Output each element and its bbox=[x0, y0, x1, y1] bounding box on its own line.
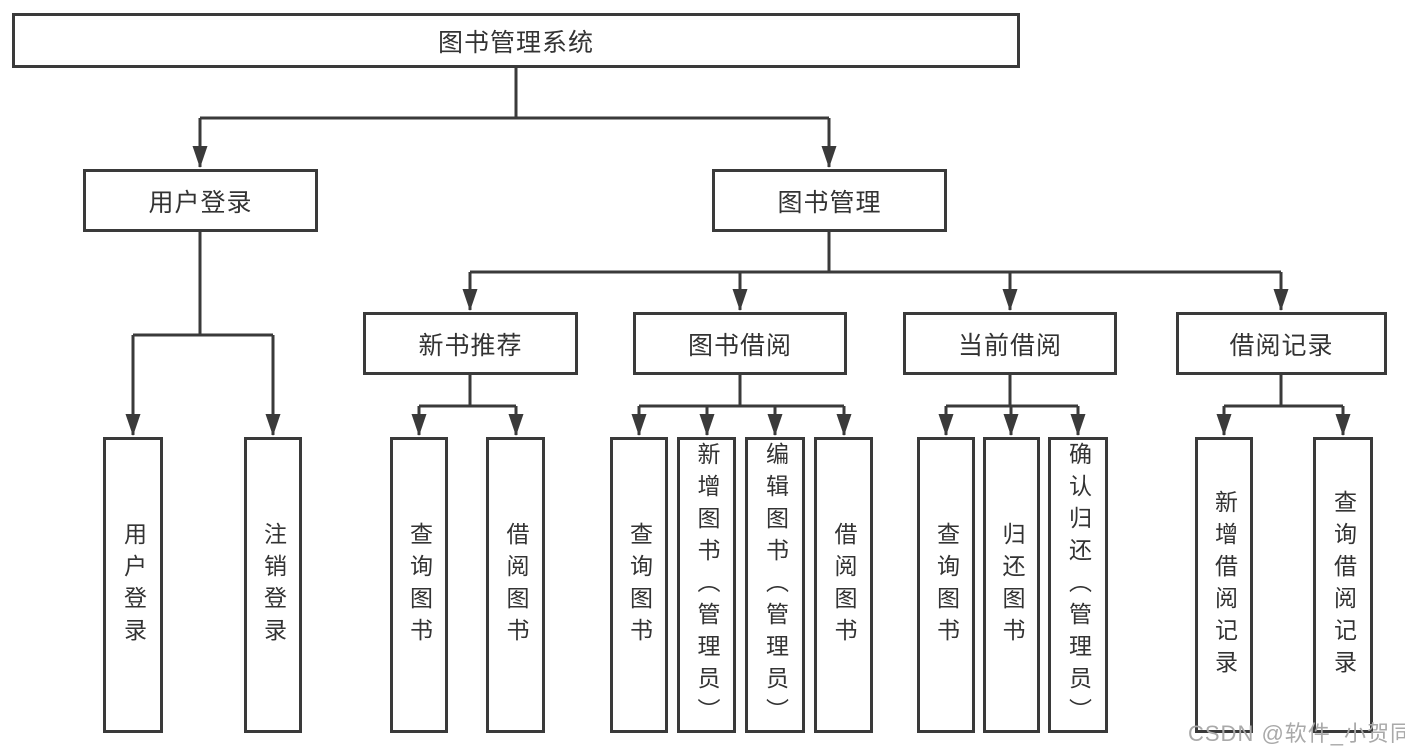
leaf-logout: 注销登录 bbox=[244, 437, 302, 733]
leaf-add-borrow-record: 新增借阅记录 bbox=[1195, 437, 1253, 733]
node-new-book-recommend: 新书推荐 bbox=[363, 312, 578, 375]
node-book-borrow: 图书借阅 bbox=[633, 312, 847, 375]
leaf-query-books-borrow: 查询图书 bbox=[610, 437, 668, 733]
leaf-return-books: 归还图书 bbox=[983, 437, 1040, 733]
leaf-borrow-books-recommend: 借阅图书 bbox=[486, 437, 545, 733]
leaf-user-login: 用户登录 bbox=[103, 437, 163, 733]
node-book-management: 图书管理 bbox=[712, 169, 947, 232]
leaf-add-books-admin: 新增图书（管理员） bbox=[677, 437, 736, 733]
leaf-confirm-return-admin: 确认归还（管理员） bbox=[1048, 437, 1108, 733]
node-user-login: 用户登录 bbox=[83, 169, 318, 232]
leaf-query-books-recommend: 查询图书 bbox=[390, 437, 448, 733]
leaf-query-borrow-record: 查询借阅记录 bbox=[1313, 437, 1373, 733]
leaf-borrow-books: 借阅图书 bbox=[814, 437, 873, 733]
csdn-watermark: CSDN @软件_小贺同学 bbox=[1188, 721, 1405, 746]
leaf-query-books-current: 查询图书 bbox=[917, 437, 975, 733]
root-node: 图书管理系统 bbox=[12, 13, 1020, 68]
node-borrow-records: 借阅记录 bbox=[1176, 312, 1387, 375]
leaf-edit-books-admin: 编辑图书（管理员） bbox=[745, 437, 805, 733]
node-current-borrow: 当前借阅 bbox=[903, 312, 1117, 375]
